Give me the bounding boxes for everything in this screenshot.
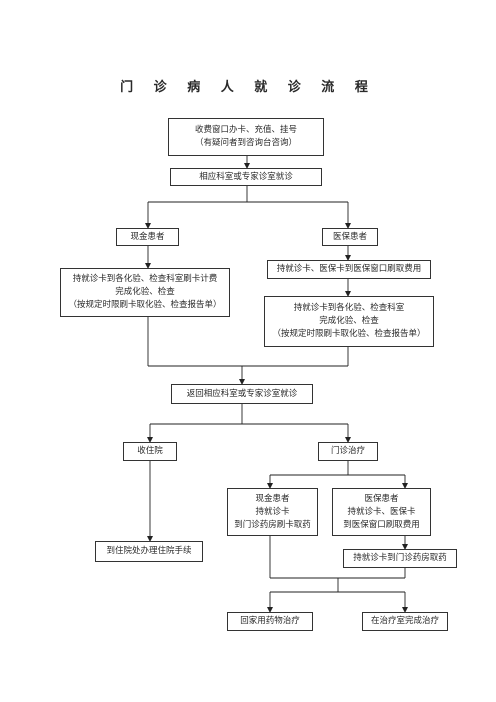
cash-exam-box: 持就诊卡到各化验、检查科室刷卡计费 完成化验、检查 （按规定时限刷卡取化验、检查… [60, 268, 230, 317]
registration-line-1: 收费窗口办卡、充值、挂号 [194, 125, 297, 135]
cash-pharmacy-line-1: 现金患者 [255, 493, 290, 504]
insured-pharmacy-line-3: 到医保窗口刷取费用 [343, 519, 420, 530]
page-title: 门 诊 病 人 就 诊 流 程 [120, 80, 376, 95]
inpatient-box: 收住院 [123, 442, 177, 461]
return-consult-box: 返回相应科室或专家诊室就诊 [171, 384, 313, 404]
inpatient-label: 收住院 [137, 446, 163, 456]
insured-pharmacy-line-1: 医保患者 [364, 493, 399, 504]
insured-pay-label: 持就诊卡、医保卡到医保窗口刷取费用 [276, 264, 422, 274]
consult-box: 相应科室或专家诊室就诊 [170, 168, 322, 186]
insured-exam-line-1: 持就诊卡到各化验、检查科室 [293, 303, 405, 313]
outpatient-label: 门诊治疗 [330, 446, 365, 456]
insured-patient-label: 医保患者 [332, 231, 367, 242]
cash-pharmacy-line-2: 持就诊卡 [255, 506, 290, 517]
cash-patient-label: 现金患者 [130, 231, 165, 242]
admission-box: 到住院处办理住院手续 [95, 541, 203, 562]
insured-exam-line-2: 完成化验、检查 [319, 316, 379, 326]
insured-pickup-label: 持就诊卡到门诊药房取药 [353, 553, 447, 563]
home-meds-label: 回家用药物治疗 [240, 616, 300, 626]
outpatient-box: 门诊治疗 [318, 442, 378, 461]
cash-pharmacy-line-3: 到门诊药房刷卡取药 [234, 519, 311, 530]
insured-pharmacy-line-2: 持就诊卡、医保卡 [347, 506, 416, 517]
cash-exam-line-3: （按规定时限刷卡取化验、检查报告单） [68, 300, 222, 310]
registration-box: 收费窗口办卡、充值、挂号 （有疑问者到咨询台咨询） [168, 118, 324, 156]
clinic-treatment-box: 在治疗室完成治疗 [362, 612, 448, 631]
consult-label: 相应科室或专家诊室就诊 [199, 171, 293, 182]
admission-label: 到住院处办理住院手续 [106, 546, 192, 556]
insured-exam-line-3: （按规定时限刷卡取化验、检查报告单） [272, 329, 426, 339]
cash-exam-line-1: 持就诊卡到各化验、检查科室刷卡计费 [72, 274, 218, 284]
return-consult-label: 返回相应科室或专家诊室就诊 [186, 388, 298, 399]
insured-pharmacy-box: 医保患者 持就诊卡、医保卡 到医保窗口刷取费用 [332, 488, 431, 536]
cash-patient-box: 现金患者 [116, 228, 179, 246]
home-meds-box: 回家用药物治疗 [227, 612, 313, 631]
insured-pay-box: 持就诊卡、医保卡到医保窗口刷取费用 [267, 260, 431, 279]
registration-line-2: （有疑问者到咨询台咨询） [194, 138, 297, 148]
insured-patient-box: 医保患者 [322, 228, 378, 246]
clinic-treatment-label: 在治疗室完成治疗 [370, 616, 439, 626]
cash-pharmacy-box: 现金患者 持就诊卡 到门诊药房刷卡取药 [227, 488, 318, 536]
cash-exam-line-2: 完成化验、检查 [115, 287, 175, 297]
insured-pickup-box: 持就诊卡到门诊药房取药 [343, 549, 457, 568]
insured-exam-box: 持就诊卡到各化验、检查科室 完成化验、检查 （按规定时限刷卡取化验、检查报告单） [264, 296, 434, 347]
